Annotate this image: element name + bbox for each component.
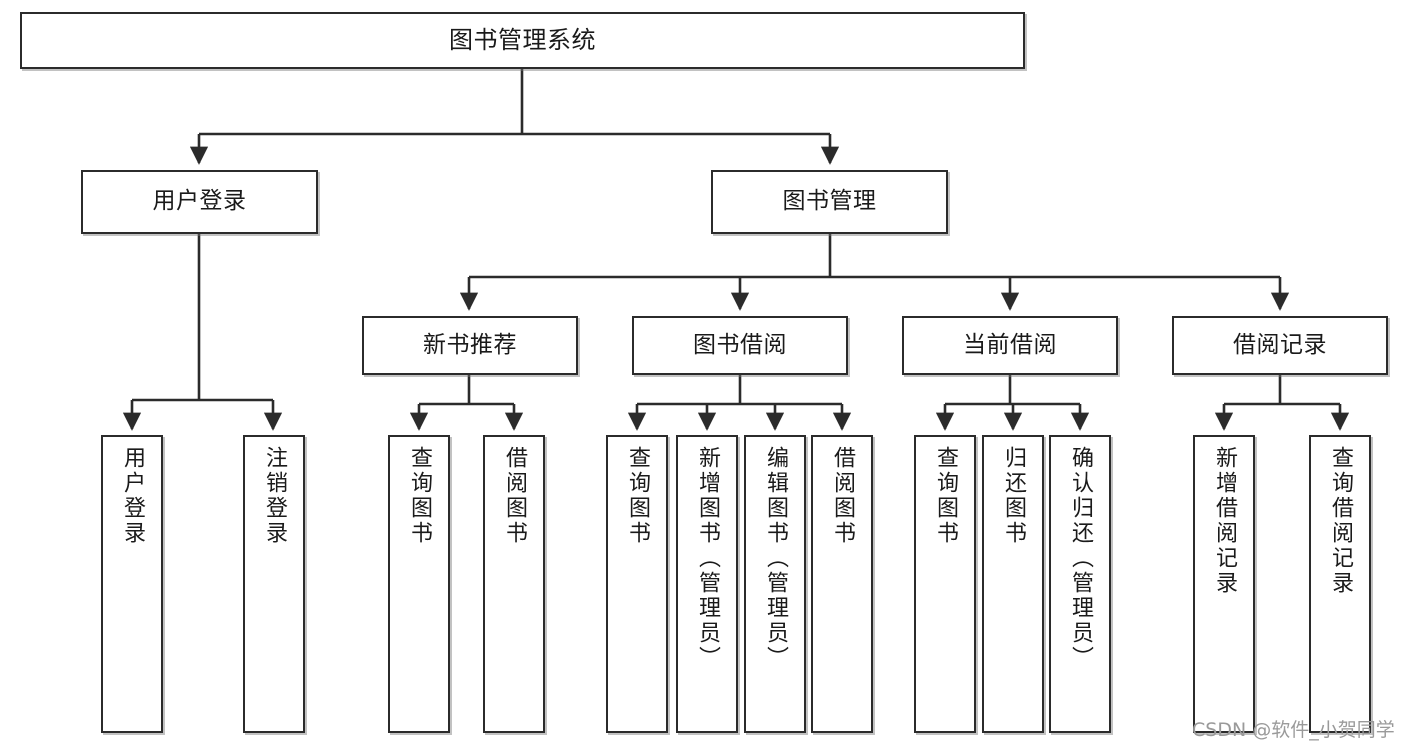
node-leaf-query-book-2-label: 查询图书 (625, 446, 650, 546)
node-current-borrow[interactable]: 当前借阅 (902, 316, 1118, 375)
node-leaf-query-book-1[interactable]: 查询图书 (388, 435, 450, 733)
node-leaf-borrow-book-1[interactable]: 借阅图书 (483, 435, 545, 733)
node-book-borrow-label: 图书借阅 (693, 331, 787, 358)
node-leaf-logout-login-label: 注销登录 (262, 446, 287, 546)
node-leaf-borrow-book-2-label: 借阅图书 (830, 446, 855, 546)
node-leaf-logout-login[interactable]: 注销登录 (243, 435, 305, 733)
node-leaf-query-book-2[interactable]: 查询图书 (606, 435, 668, 733)
node-leaf-edit-book-label: 编辑图书（管理员） (763, 446, 788, 671)
watermark-text: CSDN @软件_小贺同学 (1192, 719, 1395, 741)
node-root[interactable]: 图书管理系统 (20, 12, 1025, 69)
node-book-borrow[interactable]: 图书借阅 (632, 316, 848, 375)
node-leaf-user-login-label: 用户登录 (120, 446, 145, 546)
node-leaf-query-book-3[interactable]: 查询图书 (914, 435, 976, 733)
node-leaf-user-login[interactable]: 用户登录 (101, 435, 163, 733)
node-new-book-recommend[interactable]: 新书推荐 (362, 316, 578, 375)
node-leaf-confirm-return-label: 确认归还（管理员） (1068, 446, 1093, 671)
node-new-book-recommend-label: 新书推荐 (423, 331, 517, 358)
node-leaf-return-book-label: 归还图书 (1001, 446, 1026, 546)
node-leaf-edit-book[interactable]: 编辑图书（管理员） (744, 435, 806, 733)
node-leaf-borrow-book-2[interactable]: 借阅图书 (811, 435, 873, 733)
node-leaf-return-book[interactable]: 归还图书 (982, 435, 1044, 733)
node-leaf-borrow-book-1-label: 借阅图书 (502, 446, 527, 546)
node-user-login[interactable]: 用户登录 (81, 170, 318, 234)
node-leaf-confirm-return[interactable]: 确认归还（管理员） (1049, 435, 1111, 733)
node-leaf-query-book-3-label: 查询图书 (933, 446, 958, 546)
node-leaf-add-book-label: 新增图书（管理员） (695, 446, 720, 671)
node-borrow-record[interactable]: 借阅记录 (1172, 316, 1388, 375)
node-user-login-label: 用户登录 (152, 188, 247, 215)
node-leaf-query-book-1-label: 查询图书 (407, 446, 432, 546)
node-borrow-record-label: 借阅记录 (1233, 331, 1327, 358)
node-book-manage[interactable]: 图书管理 (711, 170, 948, 234)
node-current-borrow-label: 当前借阅 (963, 331, 1057, 358)
node-book-manage-label: 图书管理 (782, 188, 877, 215)
node-leaf-query-record[interactable]: 查询借阅记录 (1309, 435, 1371, 733)
node-leaf-add-record[interactable]: 新增借阅记录 (1193, 435, 1255, 733)
node-leaf-query-record-label: 查询借阅记录 (1328, 446, 1353, 596)
node-leaf-add-record-label: 新增借阅记录 (1212, 446, 1237, 596)
node-root-label: 图书管理系统 (449, 26, 596, 55)
node-leaf-add-book[interactable]: 新增图书（管理员） (676, 435, 738, 733)
